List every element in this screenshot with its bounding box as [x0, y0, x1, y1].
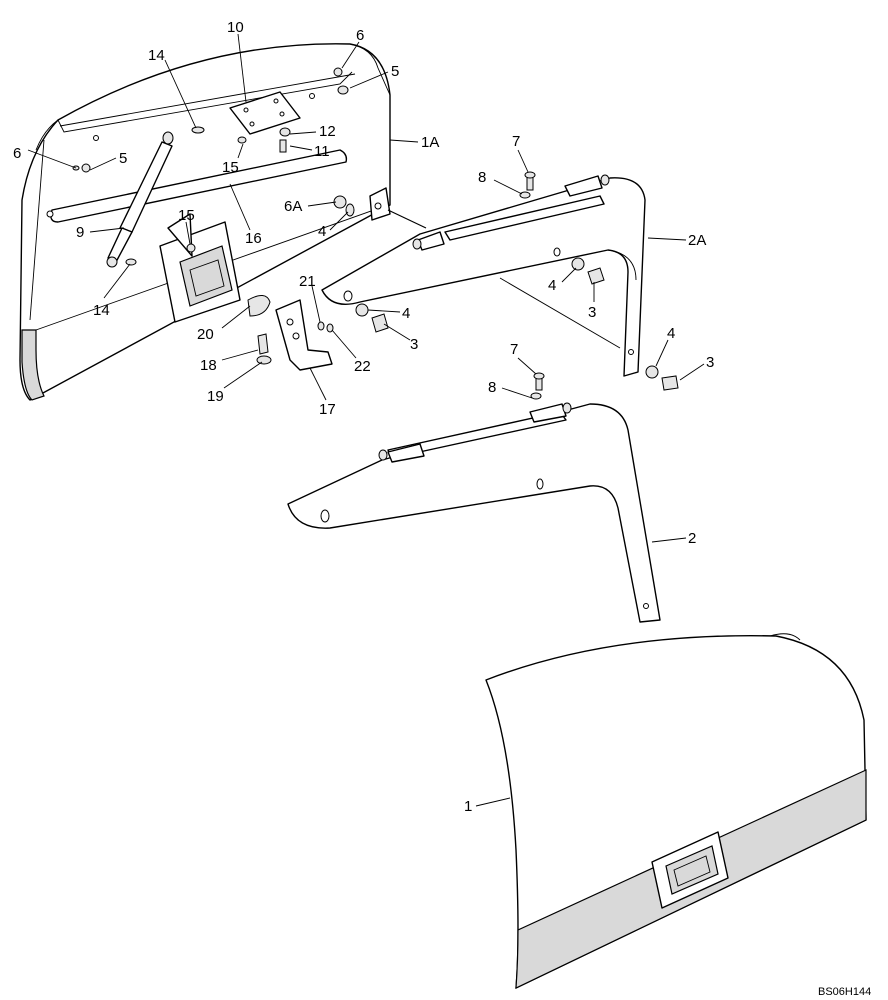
callout-22: 22 [354, 358, 371, 375]
leader-lines [27, 33, 705, 807]
callout-20: 20 [197, 326, 214, 343]
callout-3-a: 3 [588, 304, 596, 321]
callout-6-left: 6 [13, 145, 21, 162]
callout-1: 1 [464, 798, 472, 815]
callout-5-left: 5 [119, 150, 127, 167]
bolt-7-8-mid [530, 372, 545, 400]
callout-4-d: 4 [667, 325, 675, 342]
callout-4-b: 4 [548, 277, 556, 294]
callout-6-top: 6 [356, 27, 364, 44]
frame-2A [321, 174, 646, 377]
callout-14-bottom: 14 [93, 302, 110, 319]
callout-2: 2 [688, 530, 696, 547]
callout-4-c: 4 [402, 305, 410, 322]
door-inner-panel-1A [19, 43, 391, 401]
callout-18: 18 [200, 357, 217, 374]
callout-3-c: 3 [706, 354, 714, 371]
callout-8-mid: 8 [488, 379, 496, 396]
callout-16: 16 [245, 230, 262, 247]
figure-id: BS06H144 [818, 986, 871, 998]
callout-10: 10 [227, 19, 244, 36]
callout-2A: 2A [688, 232, 706, 249]
bracket-17-assembly [247, 295, 334, 371]
door-outer-1 [485, 633, 867, 989]
callout-11: 11 [314, 143, 330, 160]
callout-7-top: 7 [512, 133, 520, 150]
callout-12: 12 [319, 123, 336, 140]
callout-1A: 1A [421, 134, 439, 151]
callout-5-top: 5 [391, 63, 399, 80]
callout-9: 9 [76, 224, 84, 241]
bolts-3-4-frame [355, 257, 679, 391]
callout-17: 17 [319, 401, 336, 418]
frame-2 [287, 402, 661, 623]
callout-3-b: 3 [410, 336, 418, 353]
callout-21: 21 [299, 273, 316, 290]
bolt-7-8-top [519, 171, 536, 199]
callout-4-a: 4 [318, 223, 326, 240]
callout-6A: 6A [284, 198, 302, 215]
callout-7-mid: 7 [510, 341, 518, 358]
hardware-6A-4 [333, 195, 427, 229]
callout-15-mid: 15 [178, 207, 195, 224]
callout-labels: 10 6 5 14 1A 12 11 15 6 5 7 8 6A 4 2A 9 … [13, 19, 871, 998]
callout-14-top: 14 [148, 47, 165, 64]
callout-8-top: 8 [478, 169, 486, 186]
callout-19: 19 [207, 388, 224, 405]
callout-15-top: 15 [222, 159, 239, 176]
